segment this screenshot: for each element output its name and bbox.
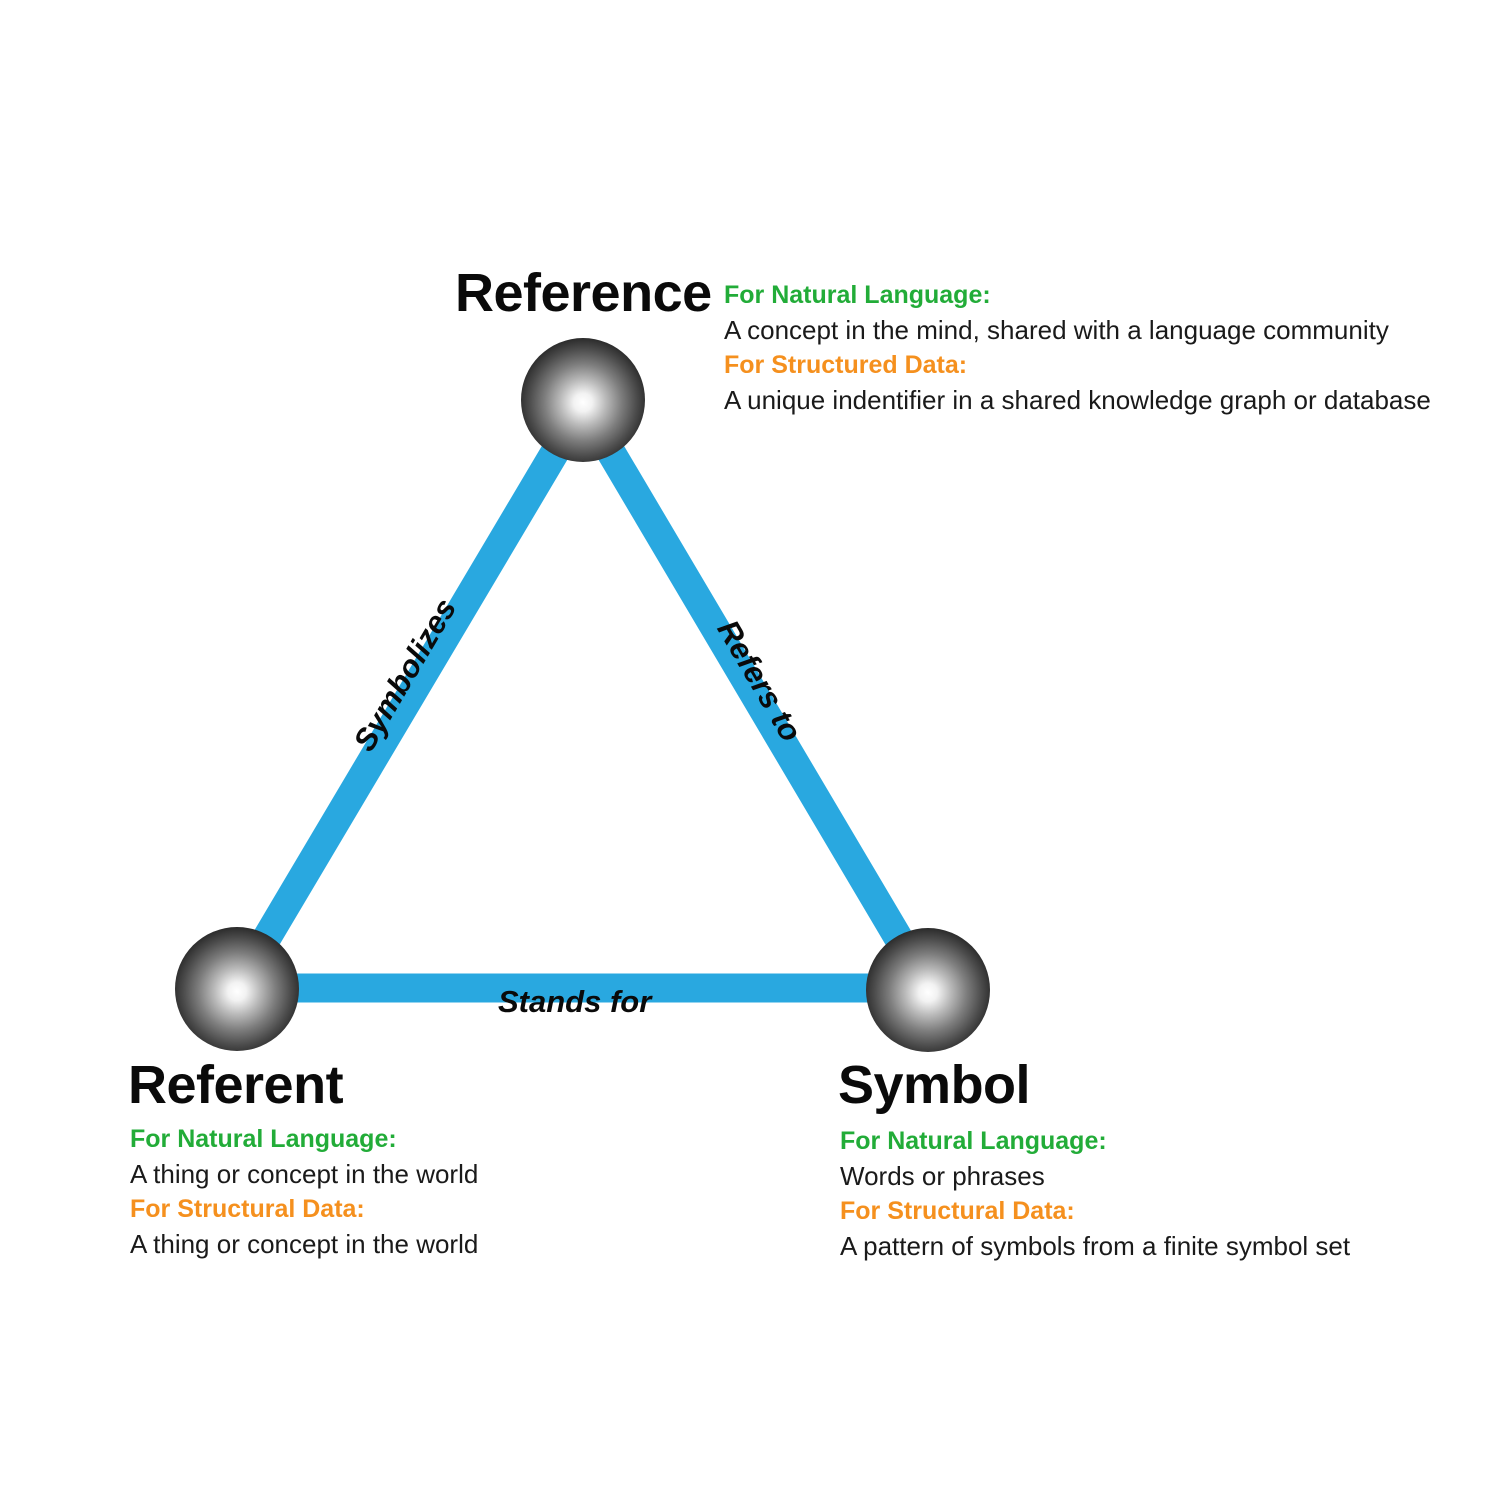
triangle-edges	[211, 376, 954, 1003]
annotation-reference: For Natural Language: A concept in the m…	[724, 278, 1431, 418]
reference-natural-language-label: For Natural Language:	[724, 281, 991, 309]
reference-natural-language-text: A concept in the mind, shared with a lan…	[724, 315, 1389, 345]
node-sphere-symbol	[866, 928, 990, 1052]
referent-natural-language-label: For Natural Language:	[130, 1125, 397, 1153]
node-title-symbol: Symbol	[838, 1055, 1031, 1115]
referent-natural-language-text: A thing or concept in the world	[130, 1159, 479, 1189]
reference-structured-data-label: For Structured Data:	[724, 351, 968, 379]
annotation-symbol: For Natural Language: Words or phrases F…	[840, 1124, 1350, 1264]
node-title-referent: Referent	[128, 1055, 344, 1115]
annotation-referent: For Natural Language: A thing or concept…	[130, 1122, 478, 1262]
symbol-structured-data-label: For Structural Data:	[840, 1197, 1075, 1225]
symbol-natural-language-label: For Natural Language:	[840, 1127, 1107, 1155]
referent-structured-data-label: For Structural Data:	[130, 1195, 365, 1223]
referent-structured-data-text: A thing or concept in the world	[130, 1229, 479, 1259]
symbol-natural-language-text: Words or phrases	[840, 1161, 1045, 1191]
node-sphere-reference	[521, 338, 645, 462]
node-title-reference: Reference	[455, 263, 712, 323]
edge-label-stands-for: Stands for	[498, 984, 652, 1019]
node-sphere-referent	[175, 927, 299, 1051]
symbol-structured-data-text: A pattern of symbols from a finite symbo…	[840, 1231, 1351, 1261]
reference-structured-data-text: A unique indentifier in a shared knowled…	[724, 385, 1431, 415]
